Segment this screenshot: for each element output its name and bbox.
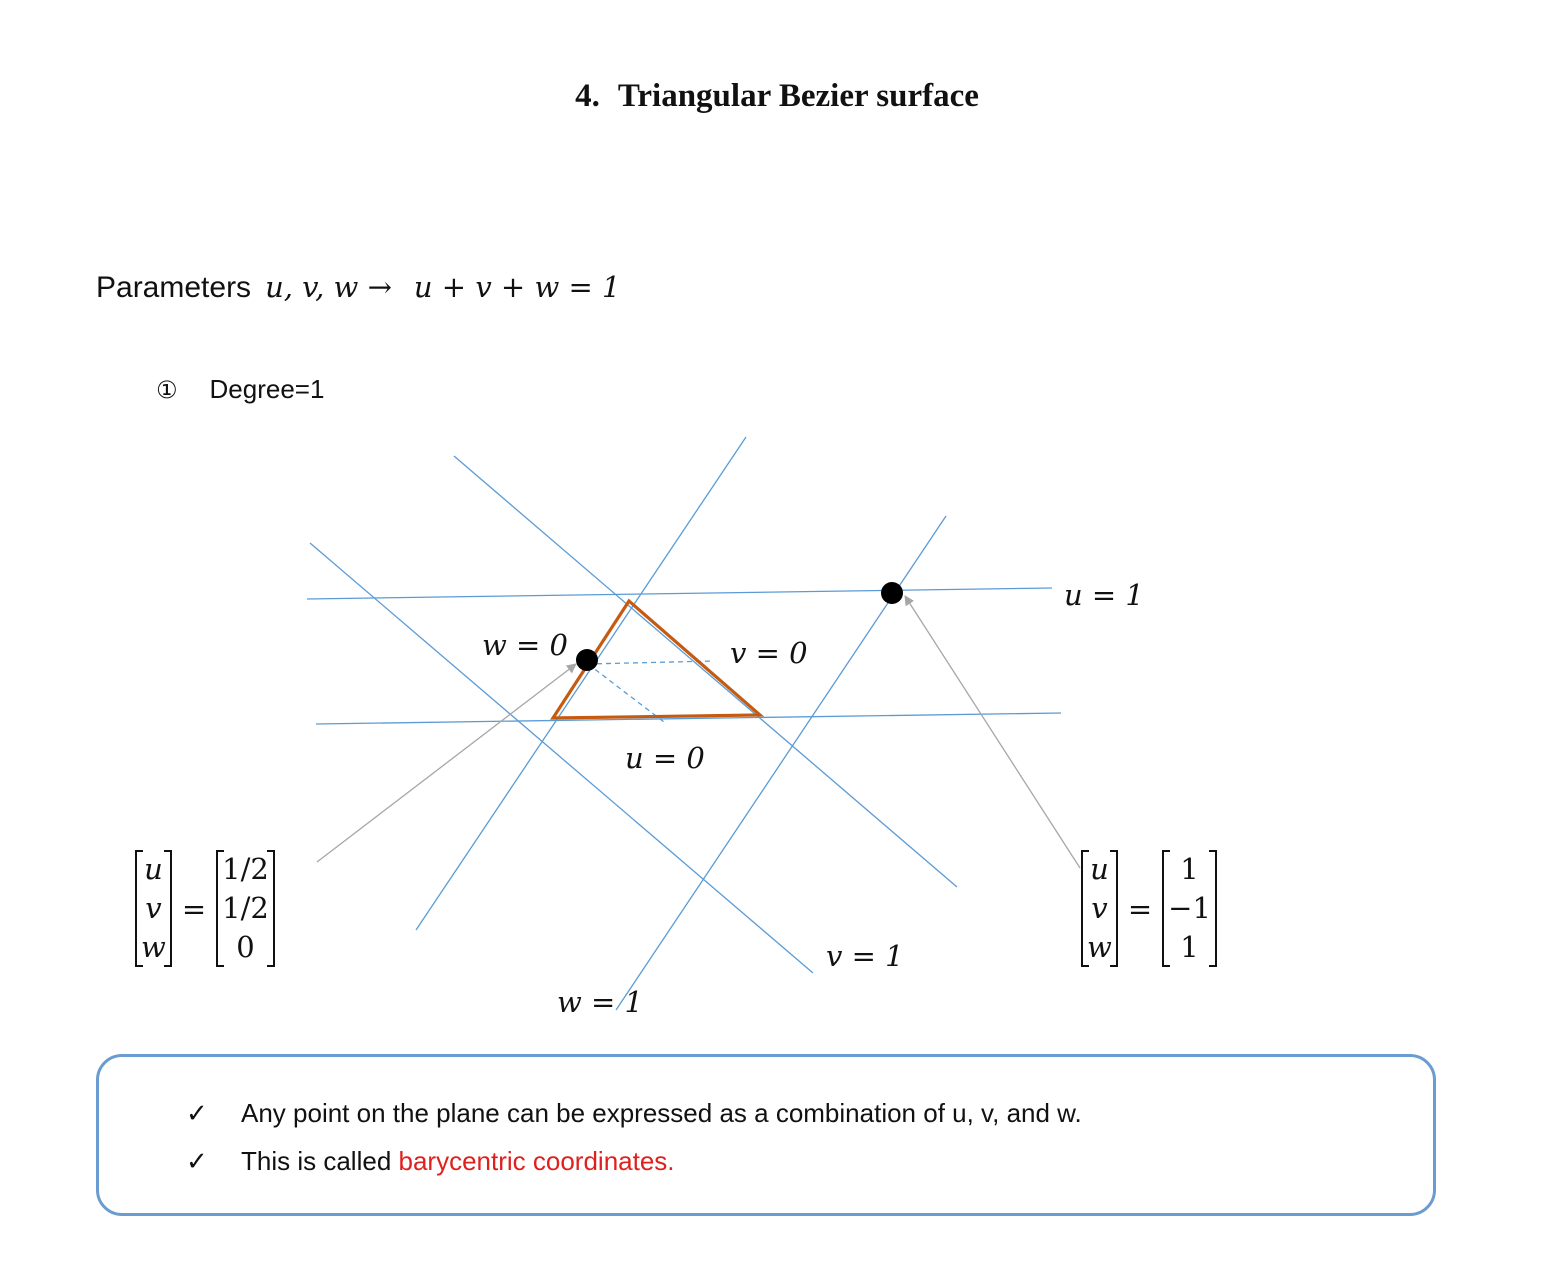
matrix-cell: u	[144, 852, 163, 886]
matrix-cell: 1	[1180, 930, 1199, 964]
line-v-equals-0	[453, 455, 958, 888]
label-v-equals-0: v = 0	[730, 636, 808, 670]
value-vector: 1/2 1/2 0	[216, 850, 275, 967]
uvw-vector: u v w	[135, 850, 172, 967]
matrix-cell: 1/2	[222, 891, 269, 925]
dashed-guide-horizontal	[587, 660, 715, 665]
value-vector: 1 −1 1	[1162, 850, 1217, 967]
point-midpoint	[576, 649, 598, 671]
right-matrix-equation: u v w = 1 −1 1	[1081, 850, 1217, 967]
note-text-2-prefix: This is called	[241, 1146, 399, 1176]
matrix-cell: −1	[1168, 891, 1211, 925]
matrix-cell: v	[145, 891, 162, 925]
line-v-equals-1	[309, 542, 814, 974]
label-w-equals-1: w = 1	[557, 985, 644, 1019]
note-box	[96, 1054, 1436, 1216]
left-matrix-equation: u v w = 1/2 1/2 0	[135, 850, 275, 967]
parameters-vars: u, v, w →	[265, 270, 392, 304]
degree-label: Degree=1	[209, 374, 325, 404]
arrow-left-point	[316, 663, 577, 863]
matrix-cell: v	[1091, 891, 1108, 925]
label-u-equals-0: u = 0	[625, 741, 705, 775]
uvw-vector: u v w	[1081, 850, 1118, 967]
arrow-right-point	[904, 595, 1081, 869]
label-w-equals-0: w = 0	[482, 628, 569, 662]
page-title: 4. Triangular Bezier surface	[0, 78, 1554, 115]
matrix-cell: 1	[1180, 852, 1199, 886]
section-title: Triangular Bezier surface	[617, 78, 979, 114]
parameters-line: Parameters u, v, w → u + v + w = 1	[96, 270, 620, 305]
label-u-equals-1: u = 1	[1064, 578, 1144, 612]
matrix-cell: w	[1087, 930, 1112, 964]
section-number: 4.	[575, 78, 600, 114]
matrix-cell: w	[141, 930, 166, 964]
parameters-label: Parameters	[96, 271, 252, 304]
point-outside	[881, 582, 903, 604]
matrix-cell: u	[1090, 852, 1109, 886]
matrix-cell: 1/2	[222, 852, 269, 886]
circled-one-icon: ①	[156, 376, 178, 404]
dashed-guide-diagonal	[587, 663, 665, 723]
checkmark-icon: ✓	[186, 1099, 208, 1129]
checkmark-icon: ✓	[186, 1147, 208, 1177]
line-u-equals-0	[315, 712, 1062, 725]
note-item-2: ✓ This is called barycentric coordinates.	[186, 1146, 675, 1177]
matrix-cell: 0	[236, 930, 255, 964]
label-v-equals-1: v = 1	[826, 939, 904, 973]
equals-sign: =	[181, 891, 207, 926]
degree-item: ① Degree=1	[156, 374, 324, 405]
parameters-equation: u + v + w = 1	[413, 270, 621, 304]
note-text-2-highlight: barycentric coordinates.	[398, 1146, 675, 1176]
line-w-equals-0	[415, 436, 747, 931]
note-text-1: Any point on the plane can be expressed …	[241, 1098, 1082, 1128]
equals-sign: =	[1127, 891, 1153, 926]
note-item-1: ✓ Any point on the plane can be expressed…	[186, 1098, 1082, 1129]
line-u-equals-1	[306, 587, 1053, 600]
